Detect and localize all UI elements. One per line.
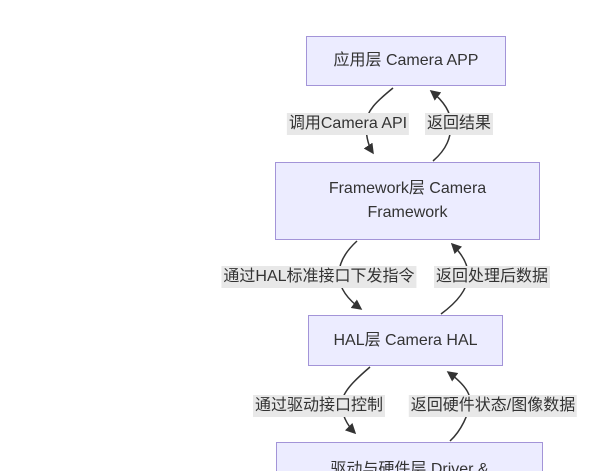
- edge-label-call-camera-api: 调用Camera API: [286, 113, 410, 135]
- node-driver-hardware-layer-label: 驱动与硬件层 Driver &: [330, 461, 489, 471]
- node-hal-layer-label: HAL层 Camera HAL: [333, 331, 478, 349]
- node-app-layer: 应用层 Camera APP: [306, 36, 506, 86]
- node-framework-layer-label-line1: Framework层 Camera: [328, 180, 487, 197]
- edge-label-hal-interface-command: 通过HAL标准接口下发指令: [221, 266, 417, 288]
- edge-label-return-hw-status-image-data: 返回硬件状态/图像数据: [408, 395, 578, 417]
- node-framework-layer: Framework层 Camera Framework: [275, 162, 540, 240]
- node-app-layer-label: 应用层 Camera APP: [333, 52, 479, 69]
- node-framework-layer-label-line2: Framework: [367, 204, 448, 221]
- node-driver-hardware-layer: 驱动与硬件层 Driver &: [276, 442, 543, 471]
- edge-label-return-processed-data: 返回处理后数据: [433, 266, 551, 288]
- edge-label-return-result: 返回结果: [424, 113, 494, 135]
- node-hal-layer: HAL层 Camera HAL: [308, 315, 503, 366]
- edge-label-driver-interface-control: 通过驱动接口控制: [252, 395, 386, 417]
